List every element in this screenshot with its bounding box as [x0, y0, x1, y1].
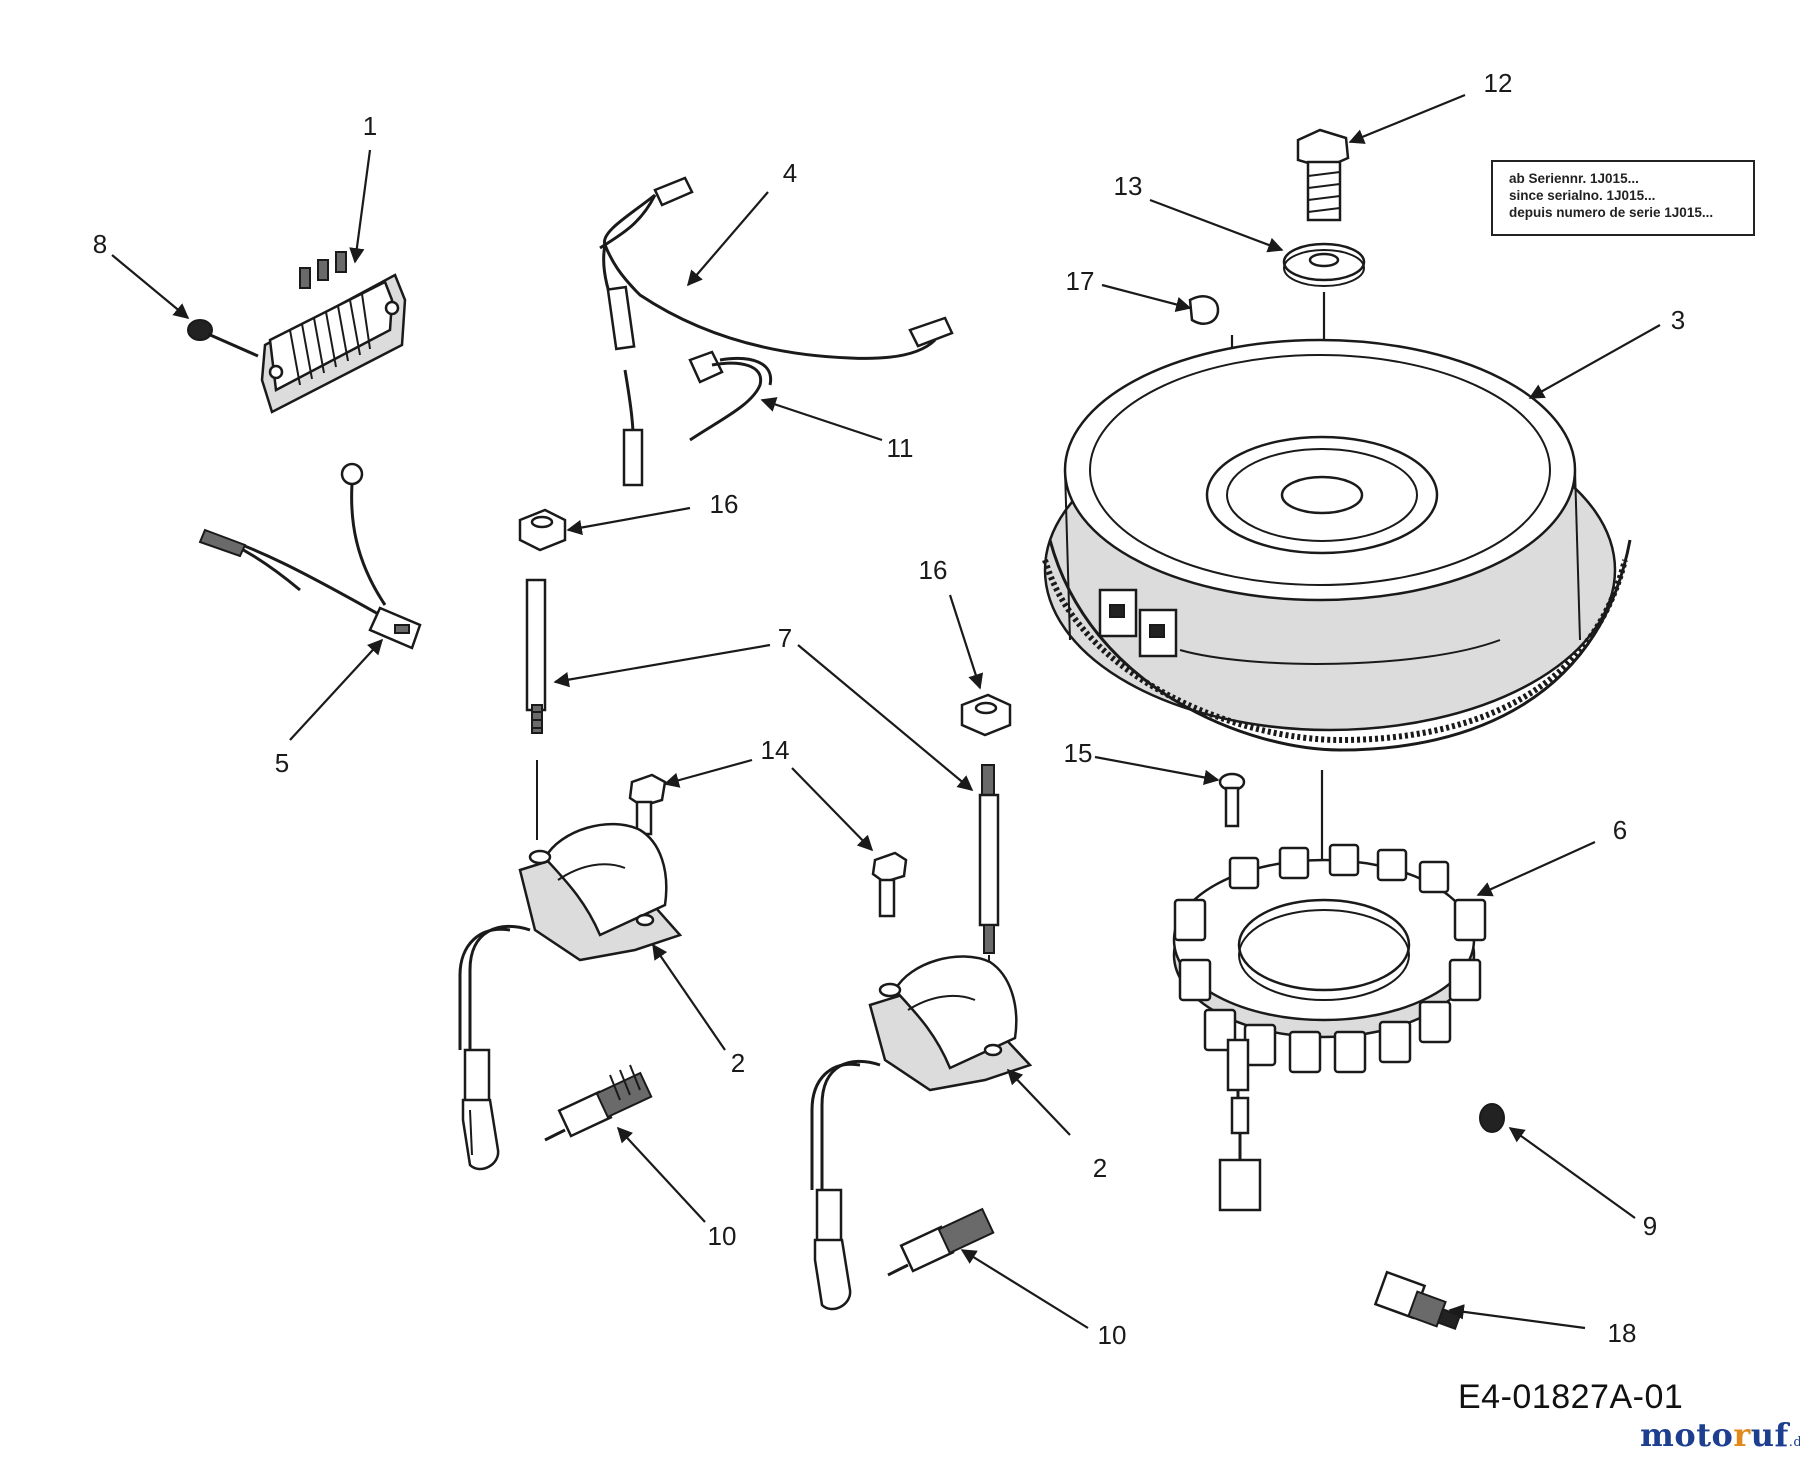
serial-number-note: ab Seriennr. 1J015... since serialno. 1J…	[1491, 160, 1755, 236]
bolt-part-15	[1218, 772, 1246, 828]
callout-11: 11	[887, 433, 914, 463]
watermark-tail: uf	[1750, 1416, 1789, 1454]
serial-note-french: depuis numero de serie 1J015...	[1509, 205, 1714, 220]
callout-15: 15	[1064, 738, 1093, 768]
stud-part-7-left	[525, 578, 547, 840]
callout-6: 6	[1613, 815, 1627, 845]
stator-part-6	[1172, 843, 1487, 1212]
bolt-part-14-right	[871, 851, 908, 918]
watermark-main: moto	[1640, 1416, 1734, 1454]
callout-16a: 16	[710, 489, 739, 519]
sensor-part-18	[1373, 1270, 1462, 1330]
serial-note-english: since serialno. 1J015...	[1509, 188, 1656, 203]
screw-part-8	[187, 319, 259, 358]
callout-5: 5	[275, 748, 289, 778]
callout-1: 1	[363, 111, 377, 141]
callout-4: 4	[783, 158, 797, 188]
callout-13: 13	[1114, 171, 1143, 201]
bolt-part-12	[1296, 128, 1350, 222]
spark-plug-part-10-left	[544, 1064, 653, 1142]
callout-2b: 2	[1093, 1153, 1107, 1183]
callout-9: 9	[1643, 1211, 1657, 1241]
callout-numbers: 1 2 2 3 4 5 6 7 8 9 10 10 11 12 13 14 15…	[93, 68, 1685, 1350]
wire-harness-part-5	[198, 462, 422, 650]
callout-8: 8	[93, 229, 107, 259]
callout-10a: 10	[708, 1221, 737, 1251]
plug-part-9	[1479, 1103, 1505, 1133]
callout-7: 7	[778, 623, 792, 653]
watermark-suffix: .de	[1788, 1435, 1800, 1450]
ignition-coil-part-2-right	[810, 955, 1033, 1311]
key-part-17	[1188, 295, 1220, 325]
nut-part-16-left	[518, 508, 567, 552]
rectifier-regulator-part	[260, 251, 407, 414]
bolt-part-14-left	[628, 773, 667, 836]
nut-part-16-right	[960, 693, 1012, 737]
callout-2a: 2	[731, 1048, 745, 1078]
callout-17: 17	[1066, 266, 1095, 296]
serial-note-german: ab Seriennr. 1J015...	[1509, 171, 1639, 186]
callout-3: 3	[1671, 305, 1685, 335]
watermark-logo: motoruf.de	[1640, 1416, 1800, 1454]
leader-lines	[111, 93, 1661, 1330]
spark-plug-part-10-right	[887, 1207, 995, 1277]
callout-12: 12	[1484, 68, 1513, 98]
watermark-accent: r	[1733, 1416, 1751, 1454]
wire-part-11	[688, 350, 773, 442]
callout-10b: 10	[1098, 1320, 1127, 1350]
flywheel-part-3	[1042, 338, 1632, 752]
wire-harness-part-4	[599, 176, 954, 487]
diagram-code: E4-01827A-01	[1458, 1378, 1684, 1416]
callout-16b: 16	[919, 555, 948, 585]
ignition-coil-part-2-left	[458, 822, 683, 1171]
callout-14: 14	[761, 735, 790, 765]
washer-part-13	[1282, 242, 1366, 287]
callout-18: 18	[1608, 1318, 1637, 1348]
stud-part-7-right	[978, 764, 1000, 970]
